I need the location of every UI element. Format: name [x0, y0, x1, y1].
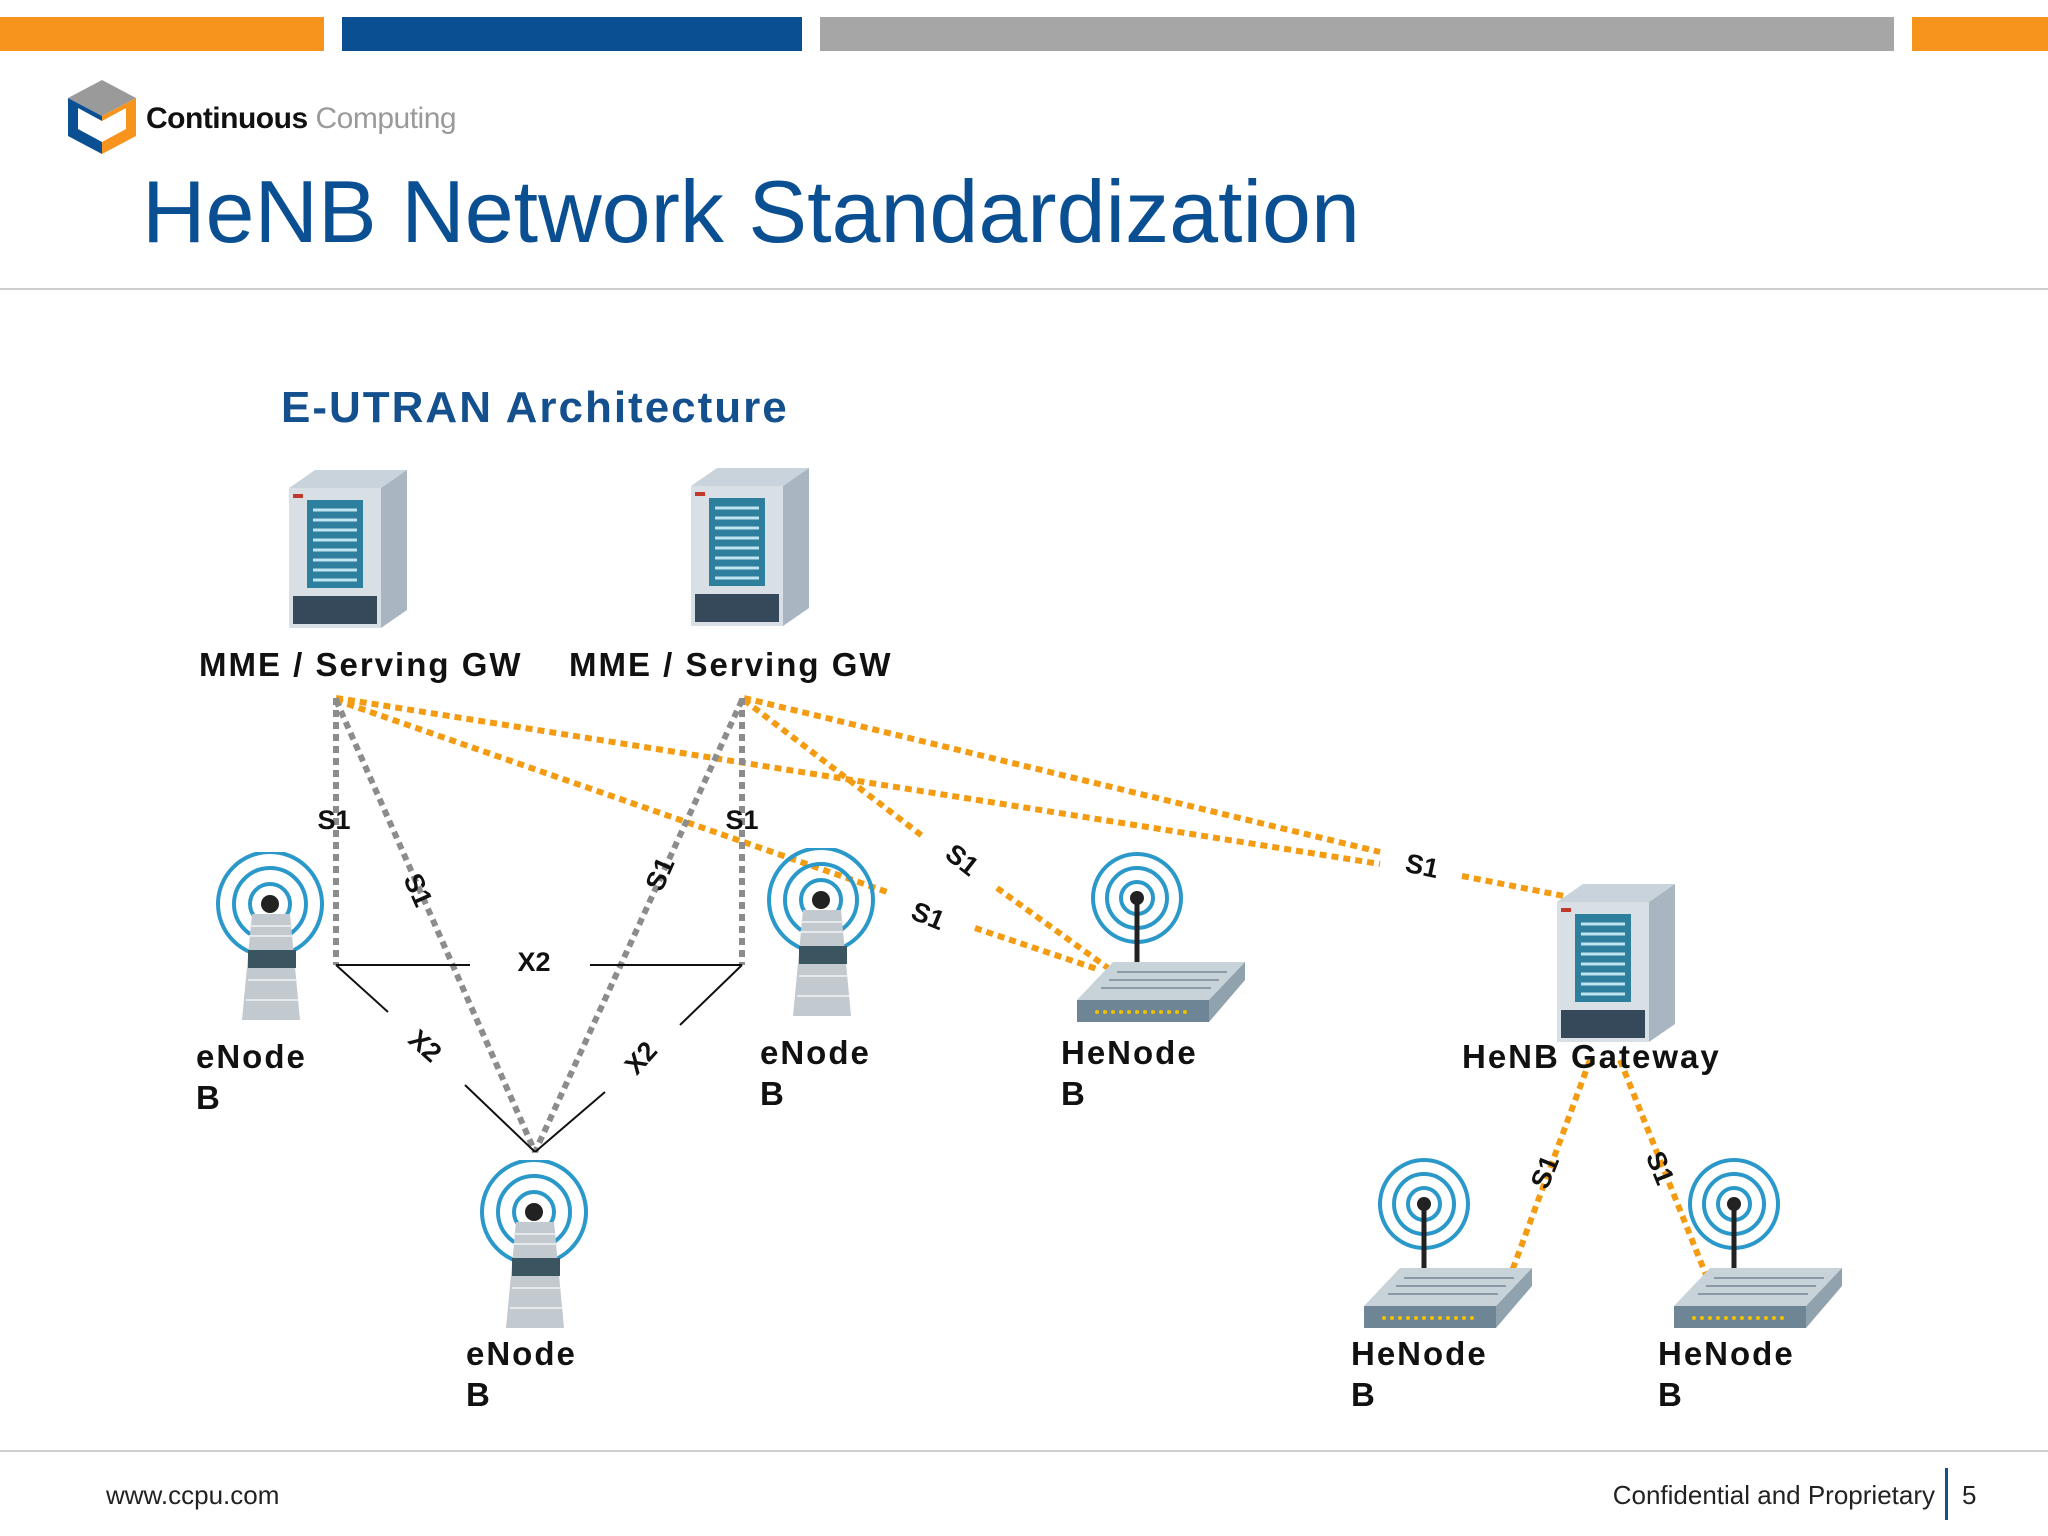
- s1-link-mme1-gateway: [335, 695, 1381, 867]
- diagram-subtitle: E-UTRAN Architecture: [281, 383, 789, 432]
- top-bar-orange-right: [1912, 17, 2048, 51]
- s1-link-henb-upper: [995, 885, 1110, 971]
- brand-name: Continuous Computing: [146, 101, 457, 137]
- brand-bold: Continuous: [146, 102, 308, 135]
- wireless-router-icon: [1077, 852, 1245, 1022]
- s1-link-mme2-gateway: [743, 695, 1381, 855]
- s1-interface-label: S1: [725, 805, 759, 835]
- antenna-tower-icon: [216, 852, 324, 1020]
- enode-b-label-line1: eNode: [760, 1034, 871, 1071]
- server-icon: [1557, 884, 1675, 1042]
- server-icon: [289, 470, 407, 628]
- s1-interface-label: S1: [1402, 847, 1442, 885]
- s1-link-mme2-enb-mid: [742, 697, 927, 841]
- footer-separator: [1945, 1468, 1948, 1520]
- henode-b-label-line2: B: [1658, 1376, 1684, 1413]
- enode-b-label-line2: B: [466, 1376, 492, 1413]
- henode-b-label-line1: HeNode: [1351, 1335, 1488, 1372]
- henb-gateway-label: HeNB Gateway: [1462, 1038, 1721, 1075]
- s1-link-henb-lower: [974, 925, 1101, 973]
- s1-link-gateway-henb-bl: [1505, 1058, 1593, 1284]
- henode-b-label-line2: B: [1061, 1075, 1087, 1112]
- top-bar-orange-left: [0, 17, 324, 51]
- henode-b-label-line2: B: [1351, 1376, 1377, 1413]
- x2-link-left-bottom-b: [464, 1084, 536, 1153]
- footer-divider: [0, 1450, 2048, 1452]
- enode-b-label-line2: B: [760, 1075, 786, 1112]
- page-number: 5: [1962, 1480, 1977, 1510]
- page-title: HeNB Network Standardization: [142, 162, 1360, 261]
- wireless-router-icon: [1364, 1158, 1532, 1328]
- title-divider: [0, 288, 2048, 290]
- antenna-tower-icon: [767, 848, 875, 1016]
- mme-label: MME / Serving GW: [569, 646, 893, 683]
- brand-light: Computing: [315, 102, 457, 135]
- s1-interface-label: S1: [317, 805, 351, 835]
- mme-label: MME / Serving GW: [199, 646, 523, 683]
- top-bar-blue: [342, 17, 802, 51]
- s1-link-mme1-henb: [335, 697, 891, 896]
- henode-b-label-line1: HeNode: [1061, 1034, 1198, 1071]
- footer-url[interactable]: www.ccpu.com: [106, 1480, 280, 1510]
- x2-interface-label: X2: [517, 947, 551, 977]
- antenna-tower-icon: [480, 1160, 588, 1328]
- enode-b-label-line1: eNode: [196, 1038, 307, 1075]
- s1-link-gateway-henb-br: [1617, 1058, 1713, 1287]
- server-icon: [691, 468, 809, 626]
- x2-link-left-bottom-a: [335, 964, 389, 1013]
- henode-b-label-line1: HeNode: [1658, 1335, 1795, 1372]
- enode-b-label-line1: eNode: [466, 1335, 577, 1372]
- wireless-router-icon: [1674, 1158, 1842, 1328]
- enode-b-label-line2: B: [196, 1079, 222, 1116]
- s1-link-mme2-enb-bottom: [532, 698, 745, 1154]
- s1-link-mme1-enb-bottom: [333, 698, 538, 1154]
- x2-link-mid-bottom-b: [534, 1091, 606, 1153]
- top-bar-gray: [820, 17, 1894, 51]
- footer-confidential: Confidential and Proprietary: [1612, 1480, 1935, 1510]
- x2-link-mid-bottom-a: [679, 964, 743, 1026]
- cube-logo-icon: [68, 80, 136, 154]
